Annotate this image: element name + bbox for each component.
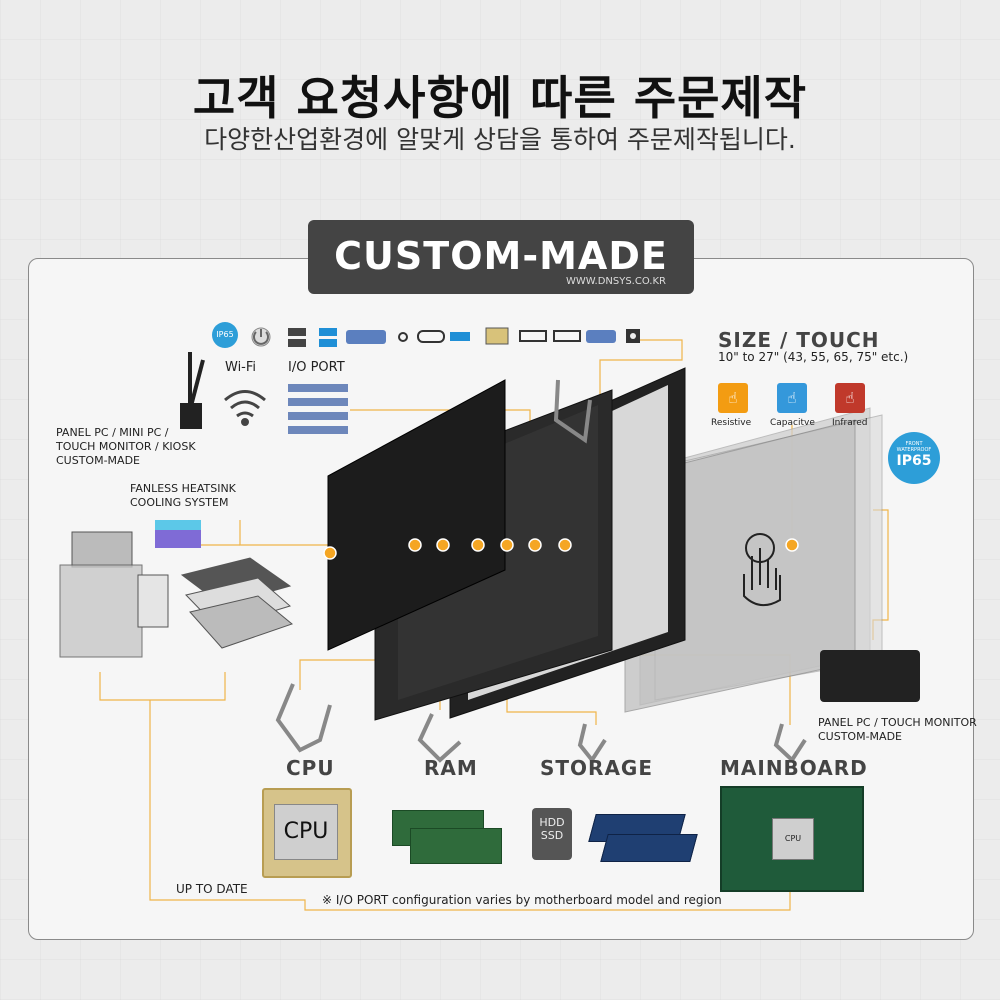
waterproof-line1: FRONT [905,441,923,447]
heatsink-icon [155,520,201,548]
waterproof-rating: IP65 [896,453,932,469]
banner-url: WWW.DNSYS.CO.KR [566,276,666,287]
panel-pc-label-line3: CUSTOM-MADE [56,454,140,467]
panel-pc-label-line1: PANEL PC / MINI PC / [56,426,169,439]
custom-made-banner: CUSTOM-MADE WWW.DNSYS.CO.KR [308,220,694,294]
ssd-label: SSD [540,829,564,842]
wifi-label: Wi-Fi [225,360,257,375]
connection-dots [323,538,799,560]
port-icons-row [288,327,640,347]
resistive-touch-icon: ☝ [718,383,748,413]
up-to-date-label: UP TO DATE [176,882,248,896]
waterproof-badge: FRONT WATERPROOF IP65 [888,432,940,484]
infrared-touch-icon: ☝ [835,383,865,413]
mainboard-illustration: CPU [720,786,864,892]
cpu-chip-illustration: CPU [262,788,352,878]
power-icon [251,327,271,347]
right-panel-label-line2: CUSTOM-MADE [818,730,902,743]
heatsink-label-line2: COOLING SYSTEM [130,496,229,509]
ram-stick-2 [410,828,502,864]
mainboard-cpu-text: CPU [772,818,814,860]
capacitive-label: Capacitve [770,418,815,428]
ram-heading: RAM [424,756,478,780]
hdd-ssd-icon: HDD SSD [532,808,572,860]
hdd-label: HDD [539,816,565,829]
back-cover [327,379,506,651]
panel-pc-illustration [820,650,920,702]
right-panel-label-line1: PANEL PC / TOUCH MONITOR [818,716,977,729]
antenna-icon [180,352,205,429]
banner-title: CUSTOM-MADE [334,234,668,278]
cpu-chip-text: CPU [274,804,338,860]
size-touch-title: SIZE / TOUCH [718,328,880,352]
size-range: 10" to 27" (43, 55, 65, 75" etc.) [718,350,909,364]
cooling-board-illustration [180,557,294,649]
heatsink-label-line1: FANLESS HEATSINK [130,482,236,495]
ssd-stick-2 [600,834,698,862]
mainboard-heading: MAINBOARD [720,756,868,780]
ip65-small-badge: IP65 [212,322,238,348]
waterproof-line2: WATERPROOF [896,447,932,453]
io-port-mini-icons [288,384,348,434]
infrared-label: Infrared [832,418,868,428]
right-panel-label: PANEL PC / TOUCH MONITOR CUSTOM-MADE [818,716,977,744]
storage-heading: STORAGE [540,756,654,780]
io-port-note: ※ I/O PORT configuration varies by mothe… [322,893,722,907]
cpu-heading: CPU [286,756,335,780]
kiosk-illustration [59,531,169,658]
hand-touch-icon [743,533,781,607]
resistive-label: Resistive [711,418,752,428]
panel-pc-label: PANEL PC / MINI PC / TOUCH MONITOR / KIO… [56,426,196,468]
wifi-icon [224,390,266,426]
clip-hooks [275,379,807,764]
panel-pc-label-line2: TOUCH MONITOR / KIOSK [56,440,196,453]
heatsink-label: FANLESS HEATSINK COOLING SYSTEM [130,482,236,510]
capacitive-touch-icon: ☝ [777,383,807,413]
page-subtitle: 다양한산업환경에 알맞게 상담을 통하여 주문제작됩니다. [204,125,796,154]
io-port-label: I/O PORT [288,360,345,375]
page-title: 고객 요청사항에 따른 주문제작 [192,71,808,125]
